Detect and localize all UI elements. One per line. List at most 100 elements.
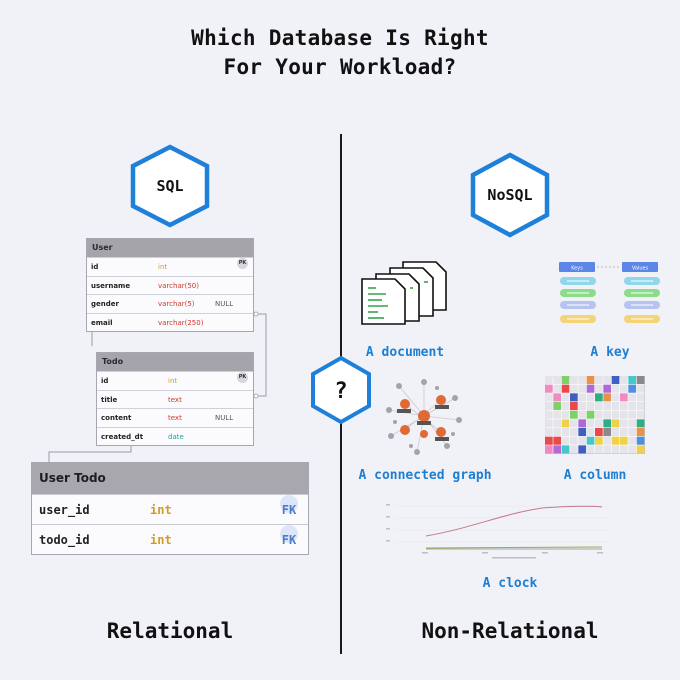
grid-cell: [545, 384, 553, 393]
grid-cell: [611, 428, 620, 437]
grid-cell: [586, 445, 595, 454]
column-name: id: [101, 377, 109, 385]
grid-cell: [636, 402, 645, 411]
grid-cell: [561, 410, 570, 419]
column-name: todo_id: [39, 533, 90, 547]
grid-cell: [553, 445, 562, 454]
key-value-icon: Keys Values: [559, 262, 660, 323]
grid-cell: [611, 384, 620, 393]
grid-cell: [545, 428, 553, 437]
grid-cell: [620, 384, 628, 393]
grid-cell: [611, 410, 620, 419]
title-line-1: Which Database Is Right: [191, 26, 489, 50]
grid-cell: [570, 428, 578, 437]
fk-badge: FK: [280, 525, 298, 547]
grid-cell: [636, 436, 645, 445]
grid-cell: [628, 410, 637, 419]
table-row: content text NULL: [97, 408, 253, 427]
grid-cell: [570, 436, 578, 445]
grid-cell: [586, 436, 595, 445]
nosql-label: NoSQL: [487, 186, 532, 204]
column-grid-icon: [545, 376, 645, 454]
grid-cell: [586, 419, 595, 428]
grid-cell: [595, 419, 603, 428]
grid-cell: [603, 376, 612, 385]
table-row: gender varchar(5) NULL: [87, 294, 253, 313]
document-caption: A document: [365, 345, 445, 360]
column-name: email: [91, 318, 113, 327]
grid-cell: [586, 402, 595, 411]
todo-table: Todo id int PK title text content text N…: [96, 352, 254, 446]
grid-cell: [586, 410, 595, 419]
grid-cell: [603, 393, 612, 402]
grid-cell: [611, 402, 620, 411]
grid-cell: [611, 445, 620, 454]
grid-cell: [628, 393, 637, 402]
grid-cell: [595, 428, 603, 437]
grid-cell: [611, 393, 620, 402]
grid-cell: [545, 419, 553, 428]
grid-cell: [603, 402, 612, 411]
pk-badge: PK: [237, 372, 248, 383]
grid-cell: [611, 419, 620, 428]
fk-badge: FK: [280, 495, 298, 517]
grid-cell: [561, 376, 570, 385]
grid-cell: [586, 384, 595, 393]
column-name: id: [91, 263, 99, 271]
column-type: varchar(250): [158, 318, 204, 327]
grid-cell: [620, 428, 628, 437]
grid-cell: [553, 402, 562, 411]
clock-chart-icon: [386, 504, 610, 559]
grid-cell: [561, 419, 570, 428]
column-type: int: [158, 263, 168, 271]
grid-cell: [561, 445, 570, 454]
grid-cell: [636, 419, 645, 428]
clock-caption: A clock: [482, 576, 538, 591]
grid-cell: [545, 402, 553, 411]
grid-cell: [620, 419, 628, 428]
grid-cell: [636, 428, 645, 437]
column-name: content: [101, 414, 132, 422]
grid-cell: [545, 376, 553, 385]
grid-cell: [570, 384, 578, 393]
grid-cell: [553, 410, 562, 419]
grid-cell: [611, 376, 620, 385]
grid-cell: [553, 419, 562, 428]
grid-cell: [570, 419, 578, 428]
table-row: user_id int FK: [32, 494, 308, 524]
grid-cell: [561, 384, 570, 393]
grid-cell: [545, 445, 553, 454]
grid-cell: [570, 445, 578, 454]
grid-cell: [595, 376, 603, 385]
non-relational-label: Non-Relational: [421, 619, 599, 643]
grid-cell: [595, 384, 603, 393]
grid-cell: [553, 393, 562, 402]
grid-cell: [553, 436, 562, 445]
question-mark: ?: [334, 379, 347, 404]
grid-cell: [586, 393, 595, 402]
grid-cell: [586, 376, 595, 385]
grid-cell: [628, 402, 637, 411]
grid-cell: [545, 436, 553, 445]
grid-cell: [636, 410, 645, 419]
kv-keys-header: Keys: [571, 266, 583, 272]
grid-cell: [578, 436, 587, 445]
grid-cell: [586, 428, 595, 437]
table-row: created_dt date: [97, 426, 253, 446]
column-name: gender: [91, 300, 119, 308]
column-type: text: [168, 395, 182, 404]
grid-cell: [628, 445, 637, 454]
user-todo-table: User Todo user_id int FK todo_id int FK: [31, 462, 309, 555]
grid-cell: [545, 410, 553, 419]
grid-cell: [636, 384, 645, 393]
grid-cell: [620, 436, 628, 445]
table-row: todo_id int FK: [32, 524, 308, 554]
document-icon: [361, 261, 447, 325]
grid-cell: [545, 393, 553, 402]
graph-caption: A connected graph: [358, 468, 492, 483]
grid-cell: [578, 376, 587, 385]
grid-cell: [611, 436, 620, 445]
grid-cell: [595, 402, 603, 411]
grid-cell: [620, 402, 628, 411]
column-name: created_dt: [101, 432, 144, 441]
